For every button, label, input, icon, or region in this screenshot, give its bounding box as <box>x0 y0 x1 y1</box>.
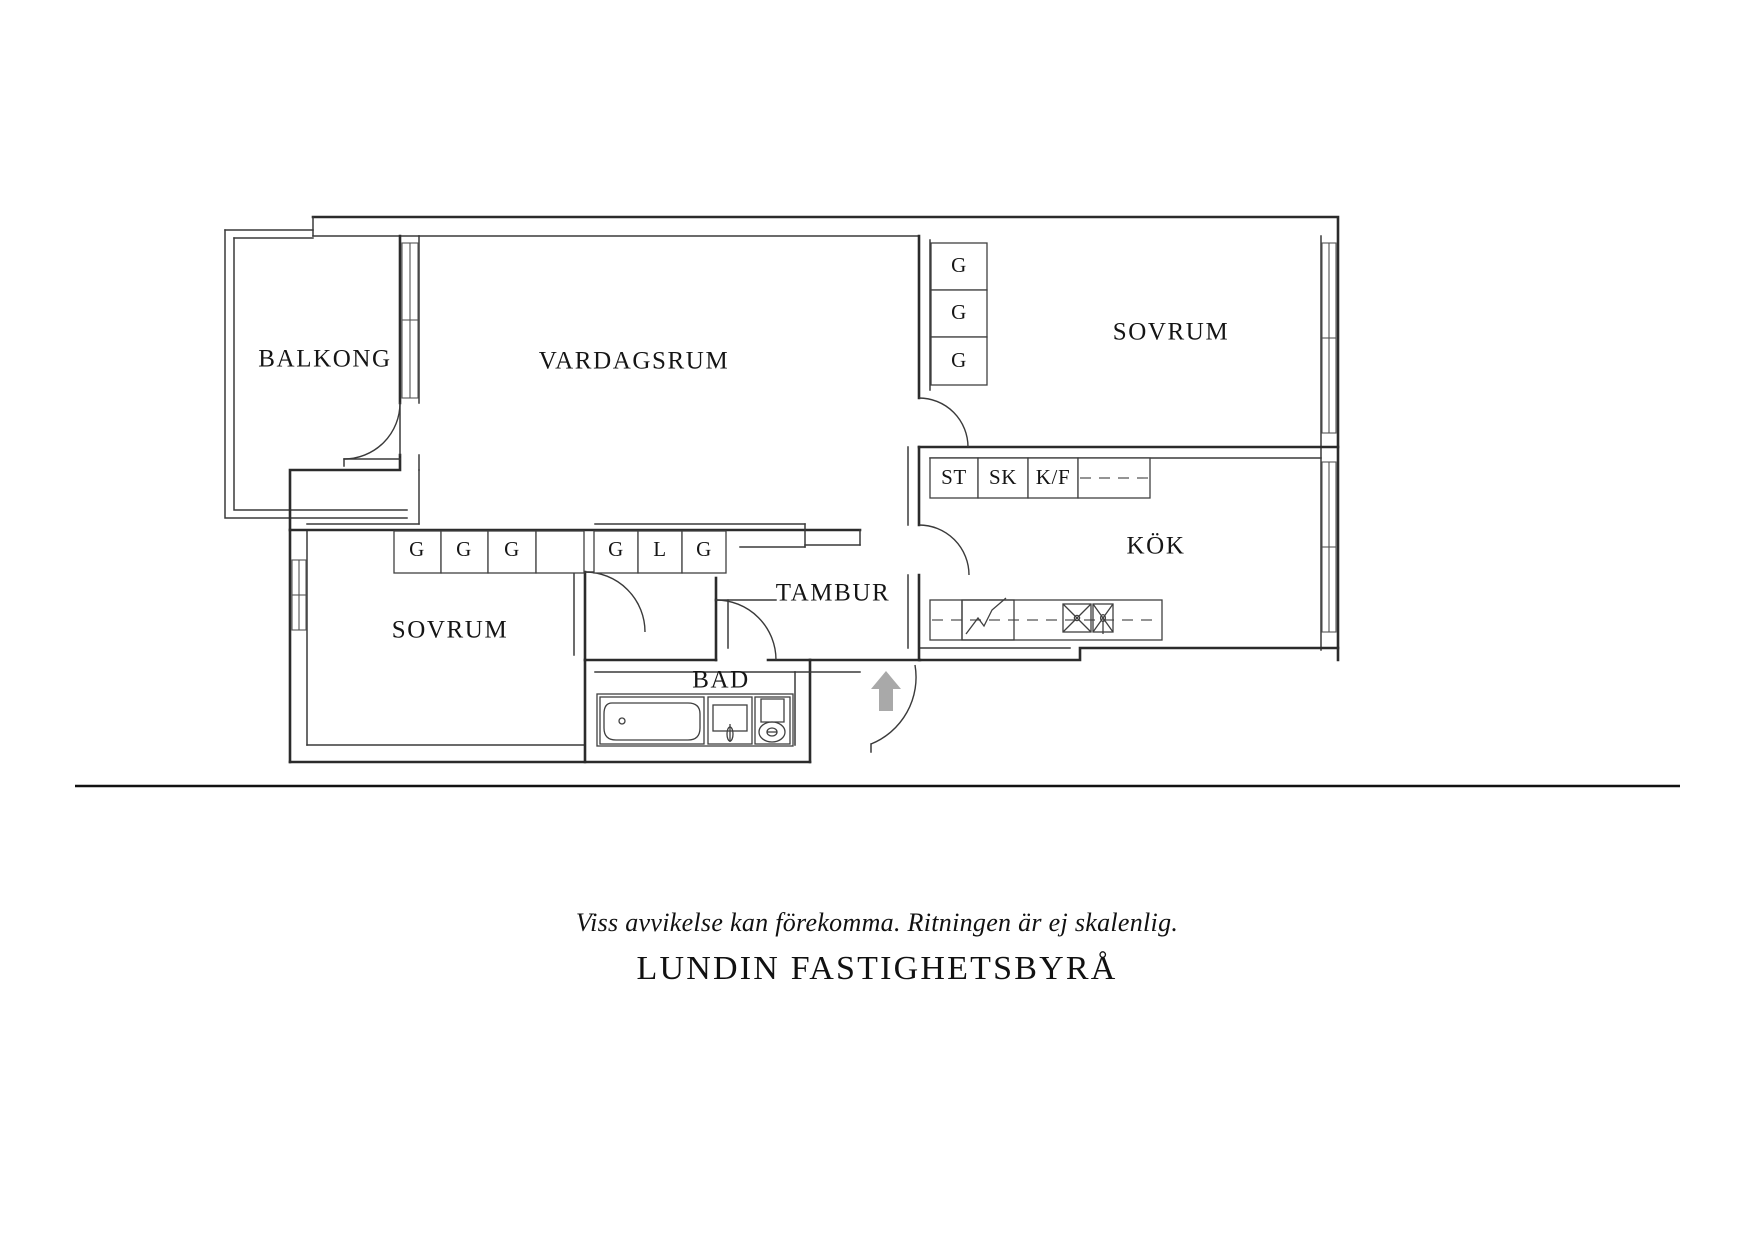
room-label-bad: BAD <box>692 667 750 694</box>
toilet-icon <box>754 696 791 745</box>
closet-group-bedroom-ne: G G G <box>930 242 988 386</box>
closet-label-sk: SK <box>989 465 1017 489</box>
closet-label-g: G <box>951 348 967 372</box>
bathtub-icon <box>599 696 705 745</box>
closet-label-g: G <box>696 537 712 561</box>
entrance-arrow-icon <box>871 671 901 711</box>
room-label-balkong: BALKONG <box>258 346 391 373</box>
room-label-sovrum-ne: SOVRUM <box>1113 319 1230 346</box>
room-label-sovrum-sw: SOVRUM <box>392 617 509 644</box>
exterior-walls <box>224 215 1340 764</box>
footer-company-name: LUNDIN FASTIGHETSBYRÅ <box>636 950 1118 987</box>
washbasin-icon <box>707 696 753 745</box>
footer-disclaimer: Viss avvikelse kan förekomma. Ritningen … <box>575 908 1179 937</box>
kitchen-stove-icon <box>1062 603 1114 634</box>
storage-label-st: ST <box>941 465 967 489</box>
closet-label-g: G <box>456 537 472 561</box>
closet-label-g: G <box>409 537 425 561</box>
room-label-kok: KÖK <box>1127 533 1186 560</box>
closet-label-g: G <box>504 537 520 561</box>
closet-label-g: G <box>608 537 624 561</box>
kitchen-base-counter <box>929 597 1163 641</box>
closet-label-g: G <box>951 253 967 277</box>
room-labels: BALKONG VARDAGSRUM SOVRUM SOVRUM KÖK TAM… <box>258 319 1230 694</box>
windows <box>291 242 1337 633</box>
room-label-tambur: TAMBUR <box>776 580 891 607</box>
fridge-freezer-label-kf: K/F <box>1036 465 1070 489</box>
room-label-vardagsrum: VARDAGSRUM <box>539 348 730 375</box>
interior-walls <box>288 234 1340 764</box>
closet-label-g: G <box>951 300 967 324</box>
closet-group-bedroom-sw: G G G <box>393 530 585 574</box>
linen-closet-label-l: L <box>653 537 666 561</box>
kitchen-tall-units: ST SK K/F <box>929 457 1151 499</box>
closet-group-hall: G L G <box>593 530 727 574</box>
bathroom-fixtures <box>596 693 794 747</box>
kitchen-sink-icon <box>961 597 1015 641</box>
doors <box>343 397 970 753</box>
